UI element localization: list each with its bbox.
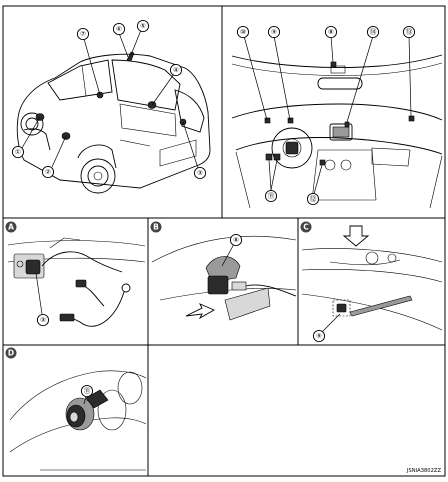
svg-text:⑩: ⑩ [240,28,246,36]
svg-text:⑨: ⑨ [271,28,277,36]
callout-6: ⑥ [112,22,126,36]
svg-text:⑧: ⑧ [328,28,334,36]
svg-text:⑥: ⑥ [116,25,122,33]
callout-1: ① [11,145,25,159]
callout-9: ⑨ [267,25,281,39]
callout-7: ⑦ [76,27,90,41]
svg-text:⑪: ⑪ [84,387,91,395]
exterior-leader-lines [21,29,199,169]
callout-10: ⑩ [236,25,250,39]
svg-text:C: C [303,223,309,232]
svg-text:⑪: ⑪ [268,192,275,200]
callout-a3: ③ [36,313,50,327]
svg-text:⑫: ⑫ [310,195,317,203]
svg-text:④: ④ [173,66,179,74]
callout-11: ⑪ [264,189,278,203]
panel-b-label: B [150,221,162,233]
svg-text:A: A [8,223,14,232]
car-exterior-illustration [16,51,211,194]
panel-d-label: D [5,347,17,359]
svg-text:B: B [153,223,159,232]
callout-d11: ⑪ [80,384,94,398]
callout-13: ⑬ [402,25,416,39]
callout-2: ② [41,165,55,179]
dashboard-leader-lines [243,35,412,195]
svg-text:⑤: ⑤ [140,22,146,30]
callout-4: ④ [169,63,183,77]
svg-text:③: ③ [197,169,203,177]
panel-frame [2,5,446,477]
svg-text:⑦: ⑦ [80,30,86,38]
panel-b: B ⑧ [150,221,297,321]
svg-text:⑧: ⑧ [233,236,239,244]
callout-14: ⑭ [366,25,380,39]
exterior-callouts: ① ② ③ ④ ⑤ ⑥ ⑦ [11,19,207,180]
panel-d: D ⑪ [5,347,147,471]
callout-c9: ⑨ [312,329,326,343]
callout-12: ⑫ [306,192,320,206]
dashboard-callouts: ⑩ ⑨ ⑧ ⑭ ⑬ ⑪ ⑫ [236,25,416,206]
svg-text:⑭: ⑭ [370,28,377,36]
figure-code: JSNIA3802ZZ [406,468,442,474]
svg-text:⑬: ⑬ [406,28,413,36]
svg-text:D: D [8,349,14,358]
svg-text:①: ① [15,148,21,156]
svg-text:③: ③ [40,316,46,324]
panel-a-label: A [5,221,17,233]
panel-c-label: C [300,221,312,233]
dashboard-illustration [231,54,443,209]
svg-text:⑨: ⑨ [316,332,322,340]
panel-c: C ⑨ [300,221,443,343]
callout-5: ⑤ [136,19,150,33]
callout-b8: ⑧ [229,233,243,247]
svg-text:②: ② [45,168,51,176]
callout-8: ⑧ [324,25,338,39]
panel-a: A ③ [5,221,146,327]
callout-3: ③ [193,166,207,180]
